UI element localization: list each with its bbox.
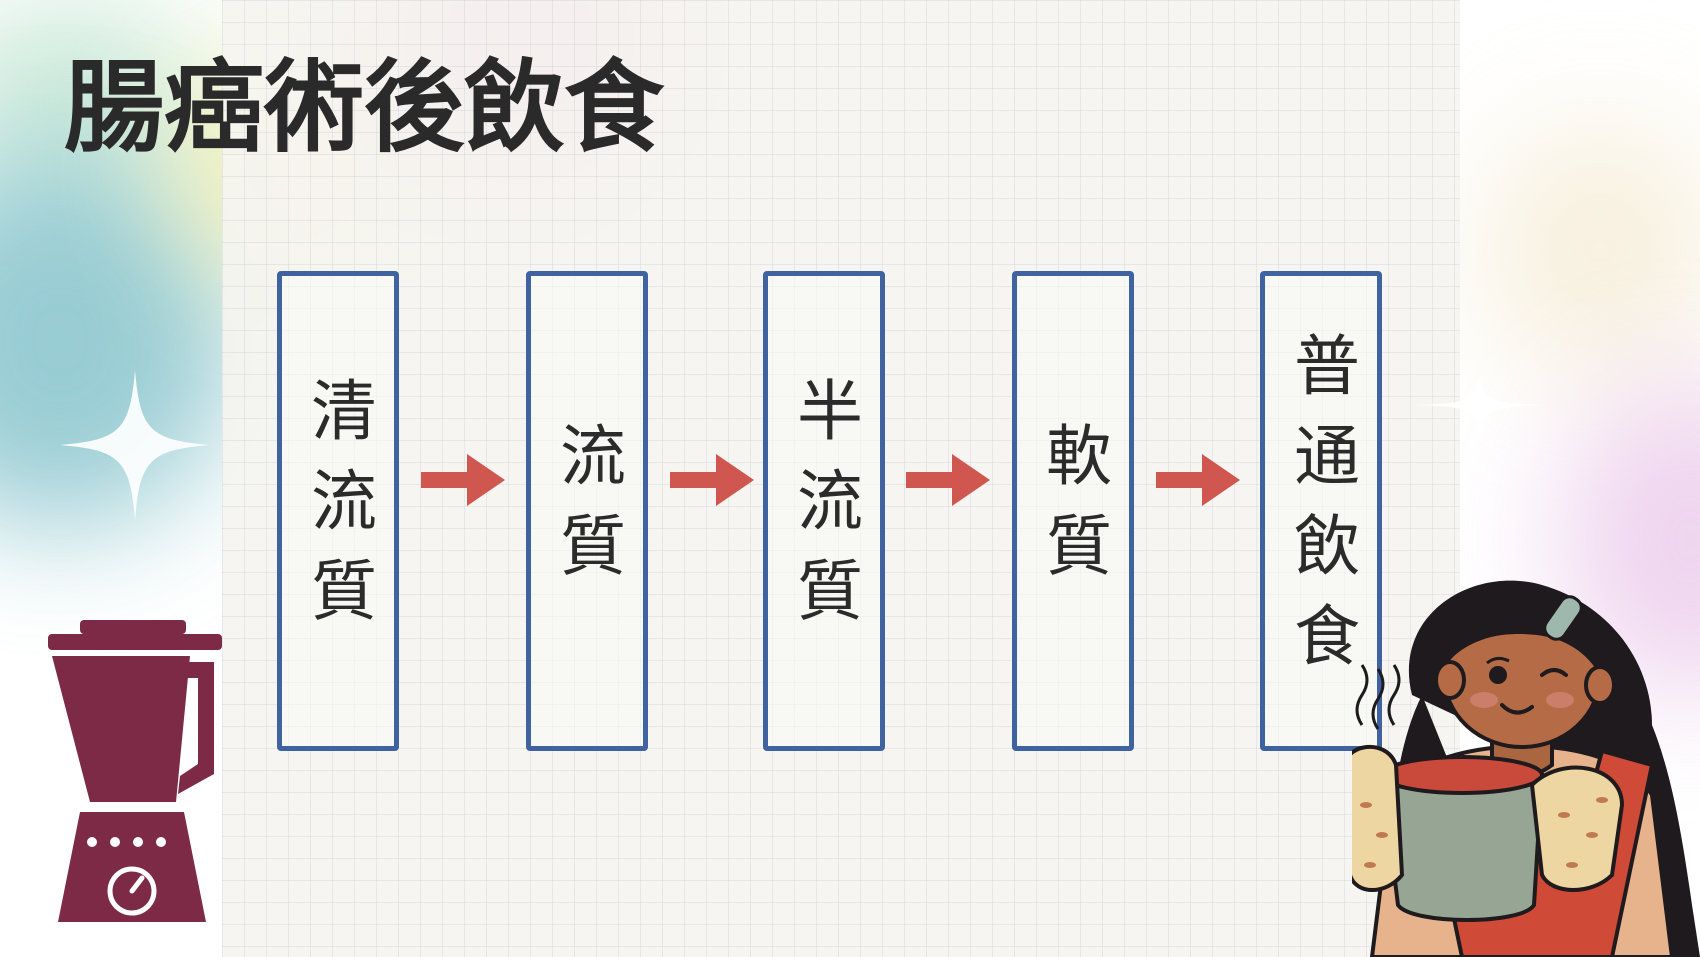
diet-stage-label: 半流質	[786, 376, 863, 646]
diet-stage-box: 流質	[526, 271, 648, 751]
arrow-right-icon	[421, 454, 505, 506]
arrow-right-icon	[1156, 454, 1240, 506]
diet-stage-label: 普通飲食	[1283, 331, 1360, 691]
diet-stage-box: 軟質	[1012, 271, 1134, 751]
background-blob	[1480, 120, 1700, 380]
page-title: 腸癌術後飲食	[64, 49, 664, 166]
diet-stage-label: 流質	[549, 421, 626, 601]
diet-stage-box: 半流質	[763, 271, 885, 751]
diet-stage-box: 普通飲食	[1260, 271, 1382, 751]
sparkle-icon	[60, 370, 210, 520]
arrow-right-icon	[906, 454, 990, 506]
blender-icon	[48, 620, 222, 922]
diet-stage-box: 清流質	[277, 271, 399, 751]
arrow-right-icon	[670, 454, 754, 506]
diet-stage-label: 軟質	[1035, 421, 1112, 601]
sparkle-icon	[1415, 370, 1545, 440]
diet-stage-label: 清流質	[300, 376, 377, 646]
woman-with-soup-pot-illustration	[1352, 580, 1700, 957]
